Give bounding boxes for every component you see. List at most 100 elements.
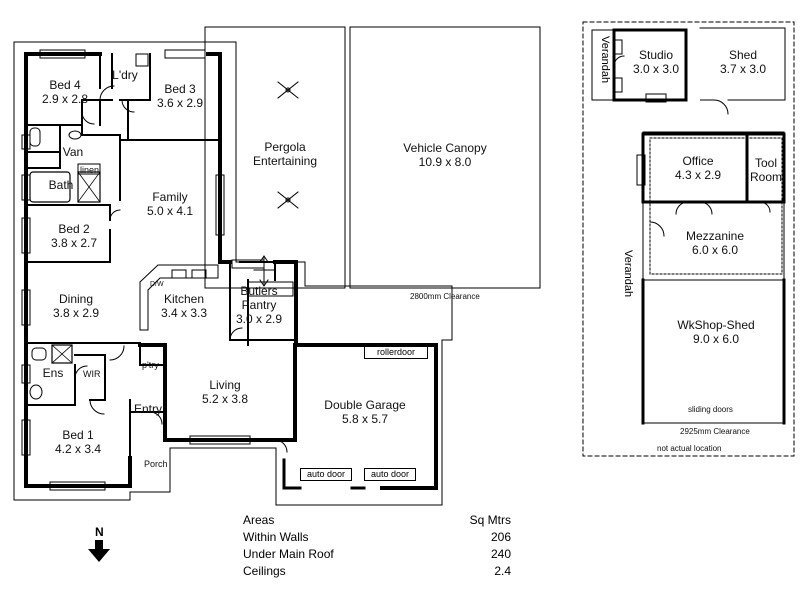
auto-door-label-1: auto door: [300, 468, 352, 481]
vent-marker: [253, 255, 275, 287]
window: [21, 217, 31, 254]
room-bed1: Bed 1 4.2 x 3.4: [48, 428, 108, 456]
room-size: 9.0 x 6.0: [692, 332, 740, 346]
room-size: 4.2 x 3.4: [54, 442, 102, 456]
ens-toilet: [29, 384, 43, 400]
room-workshop: WkShop-Shed 9.0 x 6.0: [668, 318, 764, 346]
room-office: Office 4.3 x 2.9: [670, 154, 726, 182]
linen-box: [77, 163, 101, 175]
shed-building: [699, 27, 786, 101]
shed-verandah-label: Verandah: [622, 250, 634, 298]
toolroom-door-swing: [759, 201, 771, 213]
studio-verandah-label: Verandah: [599, 36, 611, 84]
room-butlers-pantry: Butlers Pantry 3.0 x 2.9: [231, 284, 287, 326]
areas-row: Under Main Roof 240: [243, 546, 511, 563]
ens-basin: [31, 347, 47, 361]
studio-window: [645, 93, 667, 103]
room-size: 3.0 x 2.9: [235, 312, 283, 326]
areas-row-label: Ceilings: [243, 564, 286, 578]
shower: [77, 171, 101, 203]
door-swing: [89, 399, 105, 415]
door-swing: [229, 327, 243, 341]
room-name: Bath: [48, 178, 74, 192]
room-porch: Porch: [144, 459, 168, 469]
room-mezzanine: Mezzanine 6.0 x 6.0: [680, 229, 750, 257]
room-name: WkShop-Shed: [677, 318, 755, 332]
window: [164, 49, 206, 59]
door-swing: [109, 345, 125, 361]
window: [21, 174, 31, 201]
door-swing: [109, 209, 121, 221]
office-door-swing: [675, 201, 713, 215]
room-name-line1: Butlers: [240, 284, 278, 298]
door-swing: [149, 411, 163, 425]
sliding-doors-label: sliding doors: [688, 405, 733, 414]
room-linen: linen: [80, 165, 100, 175]
north-letter: N: [95, 525, 104, 539]
room-wir: WIR: [83, 369, 101, 379]
room-size: 3.4 x 3.3: [160, 306, 208, 320]
ceiling-fan-icon: [277, 81, 299, 209]
room-ens: Ens: [36, 366, 70, 380]
areas-header-label: Areas: [243, 513, 275, 527]
areas-table: Areas Sq Mtrs Within Walls 206 Under Mai…: [243, 512, 511, 580]
room-van: Van: [56, 145, 90, 159]
room-name: Kitchen: [163, 292, 205, 306]
dishwasher-label: D/W: [150, 281, 164, 288]
room-size: 5.0 x 4.1: [146, 204, 194, 218]
room-size: 3.0 x 3.0: [632, 62, 680, 76]
room-name: Van: [62, 145, 84, 159]
areas-row: Within Walls 206: [243, 529, 511, 546]
areas-header-unit: Sq Mtrs: [469, 513, 511, 527]
areas-row-value: 2.4: [494, 564, 511, 578]
room-name: Living: [209, 378, 241, 392]
room-family: Family 5.0 x 4.1: [140, 190, 200, 218]
laundry-trough: [135, 53, 149, 67]
room-size: 10.9 x 8.0: [418, 155, 472, 169]
door-swing: [81, 111, 95, 125]
room-name: Bed 4: [49, 78, 81, 92]
room-pergola: Pergola Entertaining: [240, 140, 330, 168]
room-name-line2: Entertaining: [252, 154, 318, 168]
mezzanine-area: [649, 137, 783, 275]
workshop-front-wall: [641, 278, 786, 425]
room-name: Family: [152, 190, 188, 204]
areas-row-value: 206: [490, 530, 511, 544]
areas-row-value: 240: [490, 547, 511, 561]
room-shed: Shed 3.7 x 3.0: [712, 48, 774, 76]
window: [49, 481, 106, 491]
canopy-clearance: 2800mm Clearance: [410, 292, 480, 301]
door-swing: [121, 99, 135, 113]
ens-shower: [51, 344, 73, 364]
room-name: Shed: [728, 48, 758, 62]
room-name: L'dry: [112, 68, 138, 82]
studio-window: [613, 39, 623, 55]
room-living: Living 5.2 x 3.8: [195, 378, 255, 406]
room-bed3: Bed 3 3.6 x 2.9: [150, 82, 210, 110]
outbuildings-boundary: [582, 21, 795, 457]
room-size: 3.6 x 2.9: [156, 96, 204, 110]
not-actual-location: not actual location: [657, 444, 722, 453]
workshop-outline: [642, 131, 785, 424]
interior-wall: [25, 53, 297, 459]
room-size: 5.8 x 5.7: [341, 412, 389, 426]
room-name-line2: Pantry: [241, 298, 277, 312]
kitchen-island: [139, 264, 219, 331]
room-size: 3.8 x 2.7: [50, 236, 98, 250]
window: [21, 134, 31, 150]
areas-row-label: Within Walls: [243, 530, 309, 544]
room-dining: Dining 3.8 x 2.9: [46, 292, 106, 320]
room-name: Ens: [42, 366, 64, 380]
room-size: 3.8 x 2.9: [52, 306, 100, 320]
room-name: Double Garage: [324, 398, 406, 412]
door-swing: [99, 85, 115, 101]
vehicle-canopy-area: [349, 26, 541, 289]
room-bed2: Bed 2 3.8 x 2.7: [44, 222, 104, 250]
shower-x: [77, 171, 101, 203]
pergola-area: [204, 26, 346, 289]
door-swing: [74, 365, 88, 379]
room-name: Bed 2: [58, 222, 90, 236]
shed-door-swing: [713, 99, 729, 115]
room-name: Entry: [133, 402, 162, 416]
